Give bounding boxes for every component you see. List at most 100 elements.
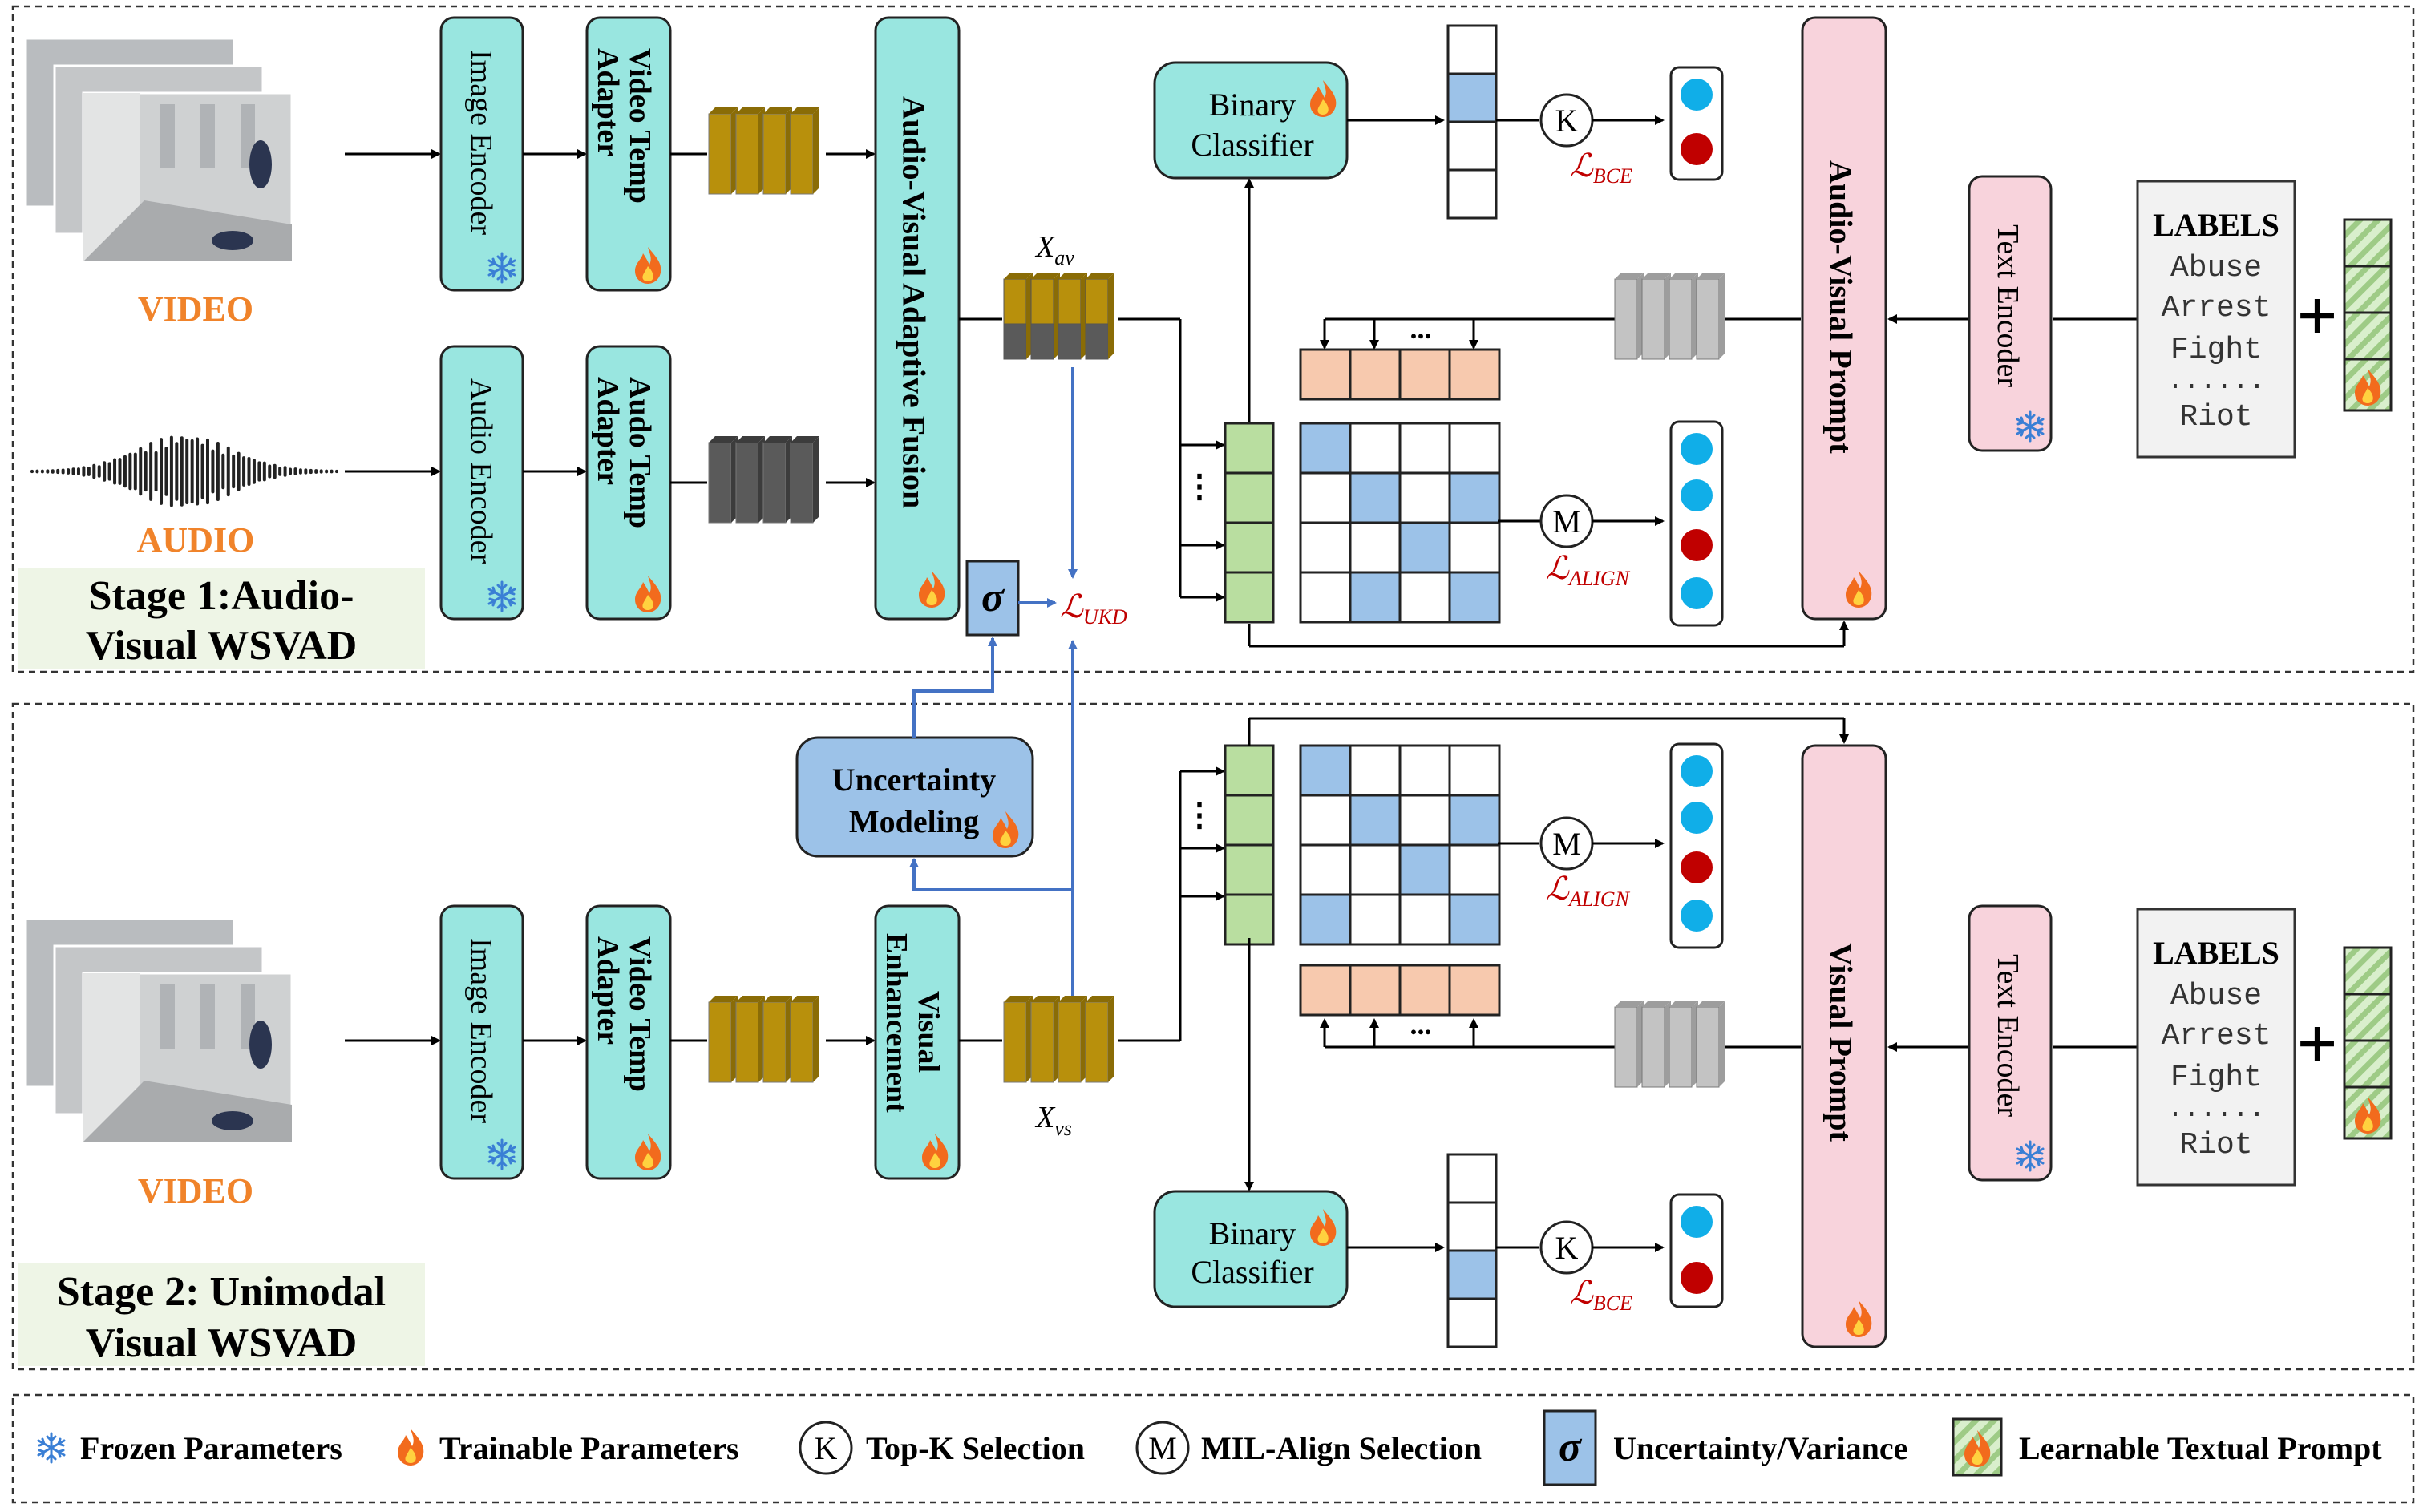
stage1-audio-adapter-line1: Audo Temp: [623, 377, 657, 528]
wave-bar: [118, 458, 122, 485]
wave-bar: [154, 451, 158, 492]
stage1-plus: +: [2296, 277, 2337, 356]
orange-cell: [1448, 964, 1501, 1017]
stage1-video-features: [708, 107, 819, 195]
wave-bar: [175, 442, 179, 501]
legend-sigma-symbol: σ: [1559, 1425, 1583, 1470]
sigma-symbol: σ: [981, 575, 1005, 621]
legend-mil: MIL-Align Selection: [1201, 1430, 1482, 1466]
feature-block: [1614, 273, 1644, 360]
green-cell: [1224, 893, 1275, 946]
legend-panel: [11, 1393, 2415, 1504]
stage2-binary-classifier: [1153, 1190, 1349, 1308]
stage1-label-abuse: Abuse: [2170, 251, 2262, 285]
legend-frozen: Frozen Parameters: [80, 1430, 342, 1466]
wave-bar: [283, 466, 287, 477]
feature-block: [762, 436, 792, 524]
wave-bar: [149, 442, 153, 501]
stage1-learnable-prompt: [2343, 218, 2393, 412]
wave-bar: [87, 467, 91, 476]
wave-bar: [289, 467, 293, 475]
wave-bar: [273, 463, 277, 479]
wave-bar: [71, 467, 75, 475]
feature-block: [1696, 1001, 1725, 1088]
feature-block: [790, 436, 819, 524]
legend-sigma-box: [1543, 1409, 1597, 1486]
wave-bar: [30, 469, 34, 474]
stage2-align-output: [1669, 742, 1724, 949]
stage2-loss-align: ℒALIGN: [1546, 871, 1631, 911]
snowflake-icon: [37, 1432, 66, 1464]
grid-cell: [1299, 422, 1352, 475]
grid-cell: [1299, 843, 1352, 896]
feature-block: [735, 436, 765, 524]
stage1-labels-header: LABELS: [2153, 207, 2279, 243]
wave-bar: [61, 468, 65, 475]
grid-cell: [1299, 521, 1352, 574]
orange-cell: [1398, 348, 1451, 401]
wave-bar: [216, 442, 220, 501]
feature-block: [1696, 273, 1725, 360]
grid-cell: [1398, 521, 1451, 574]
stage2-prompt-label: Visual Prompt: [1823, 943, 1859, 1142]
wave-bar: [123, 455, 127, 488]
feature-block: [708, 996, 738, 1083]
wave-bar: [103, 461, 107, 482]
wave-bar: [232, 454, 236, 489]
uncertainty-line2: Modeling: [849, 803, 979, 839]
wave-bar: [40, 469, 44, 474]
stage2-label-arrest: Arrest: [2162, 1019, 2271, 1053]
stage1-loss-align: ℒALIGN: [1546, 550, 1631, 590]
grid-cell: [1349, 571, 1402, 624]
green-cell: [1224, 571, 1275, 624]
stage2-video-frames: [24, 917, 293, 1143]
legend-mil-node: [1135, 1421, 1190, 1475]
green-cell: [1224, 744, 1275, 797]
stage1-bce-output: [1669, 66, 1724, 181]
wave-bar: [226, 446, 230, 497]
wave-bar: [160, 438, 164, 505]
uncertainty-line1: Uncertainty: [832, 762, 996, 798]
stage1-feature-label: Xav: [1034, 230, 1074, 269]
stage2-image-encoder-label: Image Encoder: [464, 938, 498, 1123]
wave-bar: [304, 468, 308, 475]
grid-cell: [1398, 571, 1451, 624]
grid-cell: [1448, 571, 1501, 624]
wave-bar: [205, 438, 209, 505]
grid-cell: [1299, 893, 1352, 946]
grid-cell: [1398, 843, 1451, 896]
stage1-video-adapter-line2: Adapter: [591, 48, 625, 156]
wave-bar: [185, 438, 189, 505]
wave-bar: [46, 469, 50, 474]
stage1-audio-label: AUDIO: [137, 520, 255, 560]
wave-bar: [97, 465, 101, 478]
stage2-binary-line2: Classifier: [1191, 1254, 1313, 1290]
stage2-loss-bce: ℒBCE: [1570, 1275, 1632, 1315]
stage1-audio-features: [708, 436, 819, 524]
legend-topk-node: [799, 1421, 853, 1475]
wave-bar: [139, 447, 143, 496]
stage1-fused-features: [1003, 273, 1114, 360]
grid-cell: [1349, 843, 1402, 896]
grid-cell: [1398, 893, 1451, 946]
stage2-label-fight: Fight: [2170, 1061, 2262, 1095]
stage1-alignment-grid: [1299, 422, 1501, 624]
wave-bar: [56, 468, 60, 475]
mil-symbol: M: [1552, 503, 1581, 540]
flame-icon: [398, 1429, 424, 1466]
stage1-label-ellipsis: ......: [2167, 366, 2265, 397]
feature-block: [1614, 1001, 1644, 1088]
orange-cell: [1349, 964, 1402, 1017]
feature-block: [790, 996, 819, 1083]
feature-block: [1003, 996, 1033, 1083]
stage2-enhance-line2: Enhancement: [880, 933, 913, 1113]
grid-cell: [1448, 893, 1501, 946]
stage2-orange-row: [1299, 964, 1501, 1017]
wave-bar: [128, 452, 132, 491]
wave-bar: [76, 467, 80, 475]
stage1-fusion-label: Audio-Visual Adaptive Fusion: [896, 96, 932, 508]
stage1-vdots: ⋮: [1183, 468, 1216, 504]
stage2-title-line2: Visual WSVAD: [86, 1320, 358, 1366]
grid-cell: [1349, 893, 1402, 946]
stage2-text-encoder: [1968, 904, 2053, 1182]
